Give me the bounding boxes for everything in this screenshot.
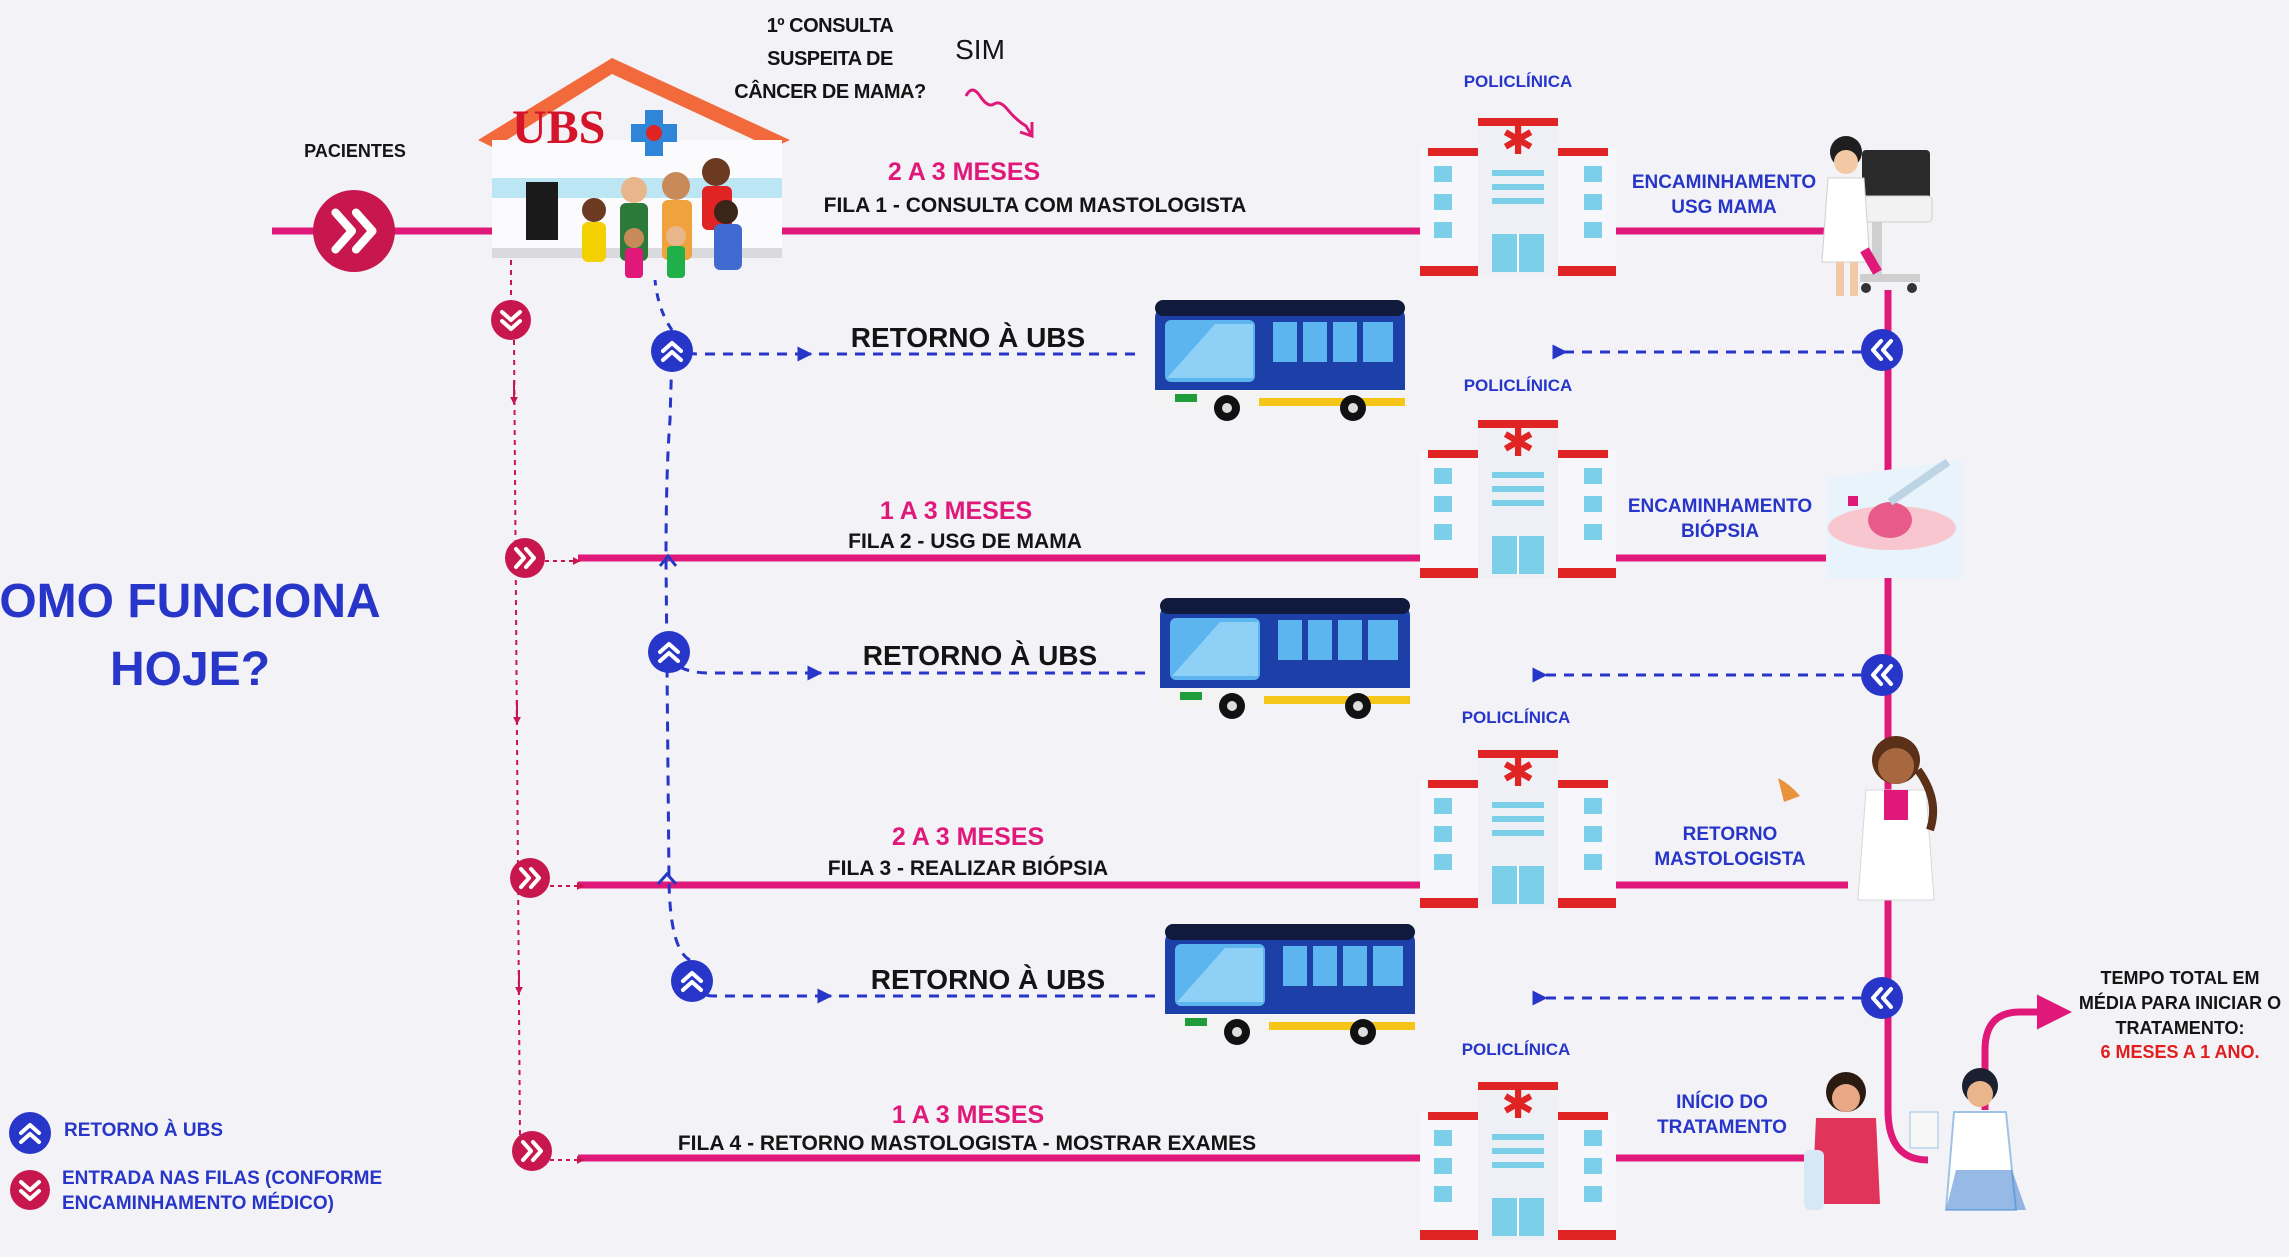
ubs-logo: UBS — [512, 101, 606, 154]
ubs-building — [478, 58, 790, 278]
queue-4-time: 1 A 3 MESES — [891, 1101, 1045, 1129]
legend-return-text: RETORNO À UBS — [64, 1120, 224, 1141]
policlinica-building-4 — [1419, 1081, 1617, 1241]
legend-entry-text: ENTRADA NAS FILAS (CONFORME ENCAMINHAMEN… — [62, 1168, 383, 1214]
policlinica-label-2: POLICLÍNICA — [1463, 376, 1573, 395]
referral-label-4: INÍCIO DO TRATAMENTO — [1657, 1092, 1787, 1138]
queue-1-label: FILA 1 - CONSULTA COM MASTOLOGISTA — [823, 194, 1247, 217]
return-icon-right-3 — [1859, 975, 1905, 1021]
return-ubs-icon-2 — [646, 629, 692, 675]
referral-label-2: ENCAMINHAMENTO BIÓPSIA — [1627, 496, 1813, 542]
sim-label: SIM — [955, 34, 1005, 65]
total-time-label: TEMPO TOTAL EM MÉDIA PARA INICIAR O TRAT… — [2078, 968, 2282, 1038]
pacientes-label: PACIENTES — [304, 141, 406, 161]
queue-3-label: FILA 3 - REALIZAR BIÓPSIA — [827, 857, 1109, 880]
return-label-3: RETORNO À UBS — [870, 964, 1106, 995]
bus-2 — [1160, 598, 1410, 719]
queue-2-entry-icon — [503, 536, 547, 580]
return-icon-right-1 — [1859, 327, 1905, 373]
policlinica-building-2 — [1419, 419, 1617, 579]
policlinica-label-4: POLICLÍNICA — [1461, 1040, 1571, 1059]
question-label: 1º CONSULTA SUSPEITA DE CÂNCER DE MAMA? — [734, 15, 926, 103]
right-vertical-line — [1884, 290, 1929, 1164]
squiggle-arrow — [964, 88, 1034, 137]
patients-entry-icon — [313, 190, 395, 272]
ultrasound-doctor-illustration — [1821, 136, 1933, 296]
pink-dotted-line — [513, 339, 521, 1141]
queue-4-label: FILA 4 - RETORNO MASTOLOGISTA - MOSTRAR … — [677, 1132, 1257, 1155]
bus-3 — [1165, 924, 1415, 1045]
queue-3-entry-icon — [508, 856, 552, 900]
total-time-arrow — [1981, 994, 2072, 1110]
policlinica-label-1: POLICLÍNICA — [1463, 72, 1573, 91]
queue-2-label: FILA 2 - USG DE MAMA — [848, 530, 1082, 553]
return-ubs-icon-1 — [649, 328, 695, 374]
double-chevron-down-icon — [489, 298, 533, 342]
treatment-start-illustration — [1804, 1068, 2026, 1211]
queue-4-entry-icon — [510, 1129, 554, 1173]
biopsy-illustration — [1826, 458, 1962, 578]
policlinica-building-1 — [1419, 117, 1617, 277]
return-ubs-icon-3 — [669, 958, 715, 1004]
page-title: OMO FUNCIONA HOJE? — [0, 575, 381, 696]
bus-1 — [1155, 300, 1405, 421]
referral-label-1: ENCAMINHAMENTO USG MAMA — [1631, 172, 1817, 218]
queue-1-time: 2 A 3 MESES — [887, 158, 1041, 186]
policlinica-label-3: POLICLÍNICA — [1461, 708, 1571, 727]
return-label-1: RETORNO À UBS — [850, 322, 1086, 353]
total-time-value: 6 MESES A 1 ANO. — [2100, 1042, 2260, 1062]
return-label-2: RETORNO À UBS — [862, 640, 1098, 671]
queue-3-time: 2 A 3 MESES — [891, 823, 1045, 851]
referral-label-3: RETORNO MASTOLOGISTA — [1654, 824, 1806, 870]
policlinica-building-3 — [1419, 749, 1617, 909]
mastologist-illustration — [1778, 736, 1938, 901]
legend-entry-icon — [8, 1168, 52, 1212]
legend-return-icon — [7, 1110, 53, 1156]
queue-2-time: 1 A 3 MESES — [879, 497, 1033, 525]
return-icon-right-2 — [1859, 652, 1905, 698]
